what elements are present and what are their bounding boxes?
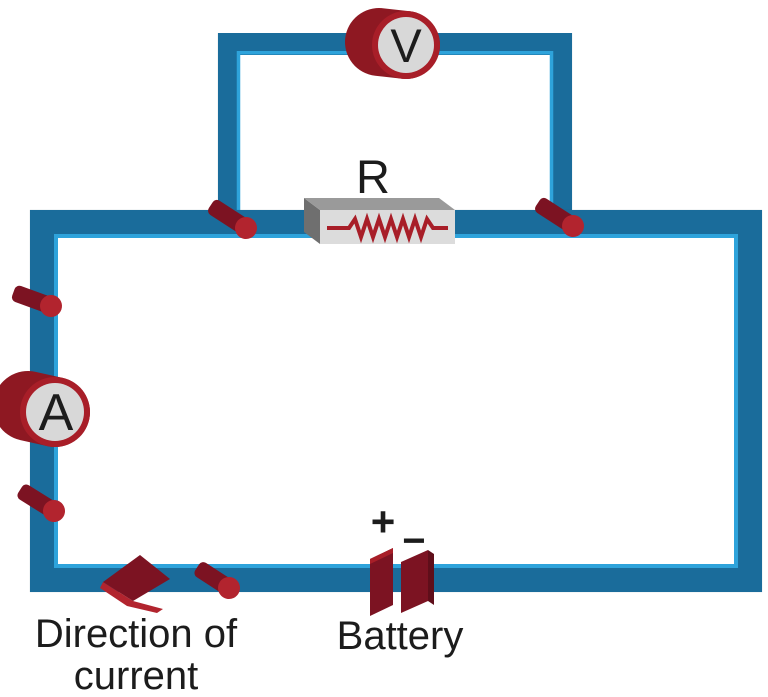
direction-of-current-caption-line1: Direction of: [35, 612, 238, 656]
voltmeter-face: [378, 17, 434, 73]
connector-dot-cap: [235, 217, 257, 239]
main-loop-body: [30, 210, 762, 592]
battery-plate-negative: [401, 550, 428, 613]
connector-dot-cap: [40, 295, 62, 317]
resistor-zigzag: [327, 212, 448, 244]
resistor: R: [304, 150, 455, 244]
ammeter: A: [0, 371, 90, 447]
connector-dot-cap: [562, 215, 584, 237]
direction-of-current-caption-line2: current: [74, 654, 199, 697]
resistor-side-face: [304, 198, 320, 244]
battery-caption: Battery: [337, 614, 464, 658]
battery-plate-positive-top-edge: [370, 548, 393, 564]
battery: + −: [370, 498, 434, 616]
connector-dot-cap: [218, 577, 240, 599]
resistor-label: R: [356, 150, 390, 203]
connector-dot-bottom-wire: [194, 562, 240, 599]
current-direction-arrow: [100, 555, 170, 613]
main-loop-wire: [29, 209, 763, 593]
battery-minus-sign: −: [402, 519, 425, 563]
captions: Direction of current Battery: [35, 612, 464, 697]
battery-plus-sign: +: [371, 498, 396, 545]
battery-plate-positive: [370, 548, 393, 616]
main-loop-outer-edge: [29, 209, 763, 593]
voltmeter-label: V: [390, 19, 422, 72]
connector-dot-left-wire-upper: [11, 285, 62, 317]
resistor-top-face: [304, 198, 455, 210]
connector-dot-cap: [43, 500, 65, 522]
connector-dot-voltmeter-left-junction: [208, 199, 257, 239]
ammeter-face: [26, 383, 84, 441]
current-direction-arrow-head: [103, 555, 170, 601]
connector-dot-voltmeter-right-junction: [535, 197, 584, 237]
ammeter-label: A: [39, 384, 74, 442]
voltmeter: V: [345, 8, 440, 79]
connector-dot-left-wire-lower: [17, 484, 65, 522]
current-direction-arrow-underside: [100, 582, 163, 613]
battery-plate-negative-side: [428, 550, 434, 605]
main-loop-highlight: [54, 234, 738, 568]
